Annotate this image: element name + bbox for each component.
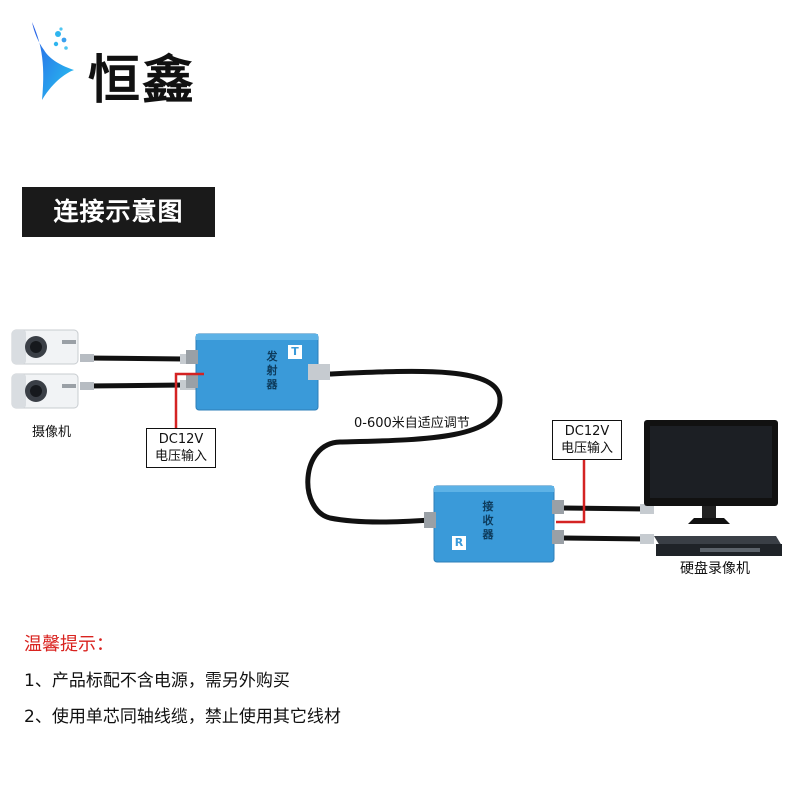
power-input-label-left: DC12V 电压输入 bbox=[146, 428, 216, 468]
camera-icon bbox=[11, 329, 79, 365]
connection-diagram bbox=[11, 329, 782, 563]
dvr-icon bbox=[654, 536, 782, 556]
transmitter-device bbox=[186, 333, 330, 411]
brand-name: 恒鑫 bbox=[88, 51, 197, 111]
power-input-label-right: DC12V 电压输入 bbox=[552, 420, 622, 460]
coax-cable bbox=[305, 368, 503, 525]
camera-label: 摄像机 bbox=[32, 425, 72, 440]
tip-item: 2、使用单芯同轴线缆，禁止使用其它线材 bbox=[24, 707, 341, 727]
receiver-name: 接 收 器 bbox=[482, 500, 494, 541]
power-wire bbox=[556, 460, 586, 524]
monitor-icon bbox=[644, 420, 778, 524]
receiver-badge: R bbox=[452, 536, 466, 550]
section-title: 连接示意图 bbox=[22, 187, 215, 237]
power-wire bbox=[174, 372, 204, 428]
dvr-label: 硬盘录像机 bbox=[680, 561, 750, 577]
transmitter-badge: T bbox=[288, 345, 302, 359]
brand-logo bbox=[32, 22, 74, 100]
camera-icon bbox=[11, 373, 79, 409]
cable-length-label: 0-600米自适应调节 bbox=[354, 416, 470, 431]
tip-item: 1、产品标配不含电源，需另外购买 bbox=[24, 671, 290, 691]
tips-title: 温馨提示： bbox=[24, 634, 114, 655]
transmitter-name: 发 射 器 bbox=[266, 350, 278, 391]
